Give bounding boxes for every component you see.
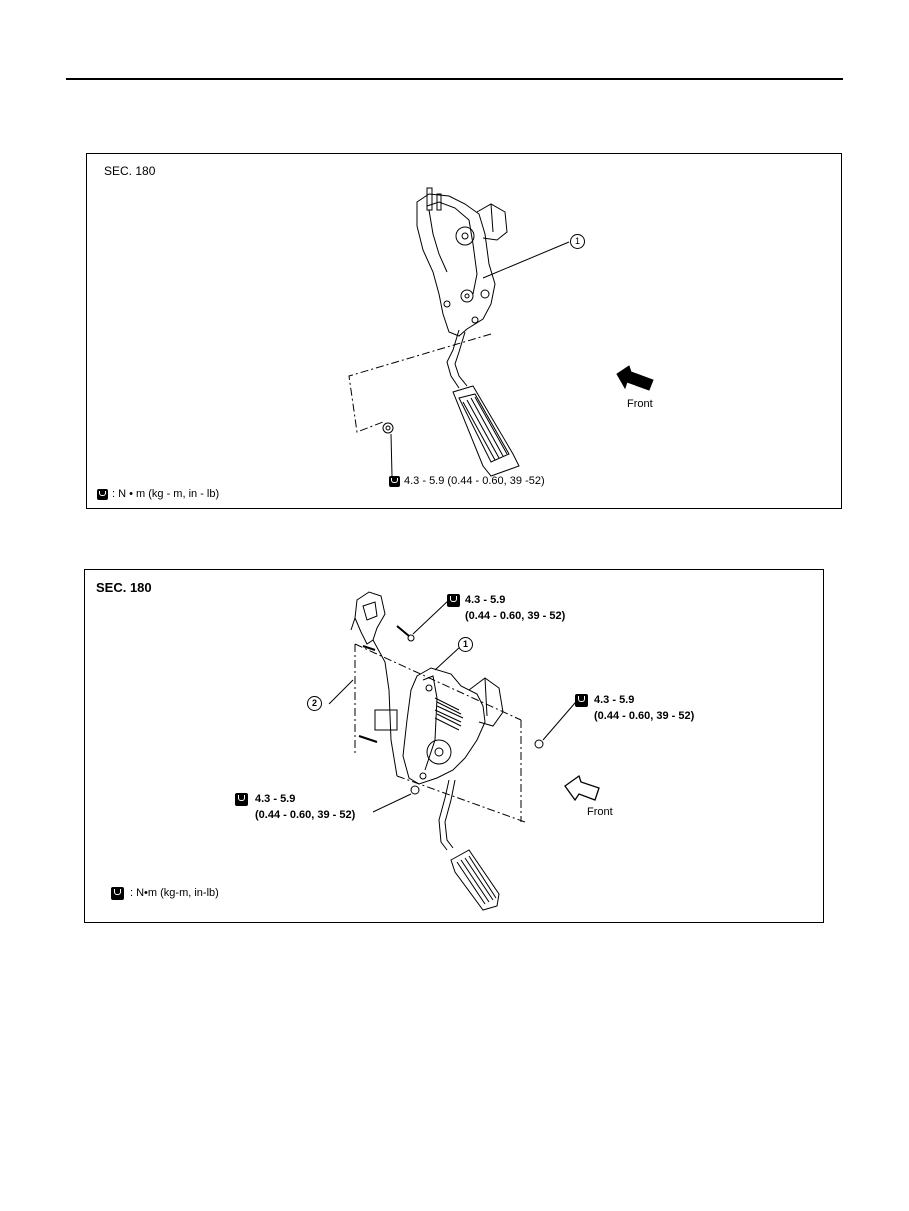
pedal-arm <box>446 329 460 389</box>
sensor-connector <box>468 677 504 727</box>
unit-legend: : N•m (kg-m, in-lb) <box>130 887 219 899</box>
sensor-connector <box>476 203 508 241</box>
sensor-disc <box>426 739 452 765</box>
front-arrow-icon <box>616 365 654 391</box>
figure-2-drawing <box>328 591 600 911</box>
return-spring <box>434 697 464 731</box>
torque-top-value: 4.3 - 5.9 <box>465 594 506 606</box>
unit-legend: : N • m (kg - m, in - lb) <box>112 488 220 500</box>
callout-1-leader <box>482 241 570 279</box>
section-label: SEC. 180 <box>104 164 156 178</box>
figure-1-accelerator-pedal: SEC. 180 1 Front 4.3 - 5.9 (0.44 - 0.60,… <box>86 153 842 509</box>
tightening-torque-icon <box>235 793 248 806</box>
tightening-torque-icon <box>97 489 108 500</box>
tightening-torque-icon <box>575 694 588 707</box>
pedal-pad <box>452 385 520 477</box>
pedal-bracket <box>416 193 496 337</box>
pedal-pad-ribs <box>462 396 508 461</box>
page-top-rule <box>66 78 843 80</box>
pedal-module <box>402 667 486 785</box>
front-arrow-icon <box>564 774 600 802</box>
figure-1-drawing <box>348 187 654 477</box>
mounting-nut-right <box>534 739 544 749</box>
callout-1: 1 <box>570 234 585 249</box>
torque-right-value: 4.3 - 5.9 <box>594 694 635 706</box>
tightening-torque-icon <box>447 594 460 607</box>
sensor-disc <box>455 226 475 246</box>
bracket-bolt <box>396 625 410 637</box>
torque-value: 4.3 - 5.9 (0.44 - 0.60, 39 -52) <box>404 475 545 487</box>
pedal-pad-ribs <box>456 855 497 905</box>
callout-2-leader <box>328 679 354 705</box>
front-label: Front <box>587 806 613 818</box>
front-label: Front <box>627 398 653 410</box>
dash-bracket <box>354 591 386 645</box>
mounting-nut-left <box>410 785 420 795</box>
tightening-torque-icon <box>389 476 400 487</box>
pedal-arm <box>438 779 450 851</box>
mounting-dashline-1 <box>354 643 522 721</box>
figure-2-accelerator-pedal: SEC. 180 1 2 4.3 - 5.9 (0.44 - 0.60, 39 … <box>84 569 824 923</box>
mounting-nut <box>382 422 394 434</box>
torque-top-sub: (0.44 - 0.60, 39 - 52) <box>465 610 566 622</box>
pedal-pad <box>450 849 500 911</box>
torque-left-sub: (0.44 - 0.60, 39 - 52) <box>255 809 356 821</box>
torque-top-leader <box>412 599 450 635</box>
callout-1: 1 <box>458 637 473 652</box>
tightening-torque-icon <box>111 887 124 900</box>
callout-2: 2 <box>307 696 322 711</box>
section-label: SEC. 180 <box>96 580 152 595</box>
torque-right-leader <box>542 695 582 741</box>
torque-left-leader <box>372 793 412 813</box>
mounting-dashline <box>348 333 492 433</box>
torque-right-sub: (0.44 - 0.60, 39 - 52) <box>594 710 695 722</box>
torque-left-value: 4.3 - 5.9 <box>255 793 296 805</box>
callout-1-leader <box>434 645 462 671</box>
